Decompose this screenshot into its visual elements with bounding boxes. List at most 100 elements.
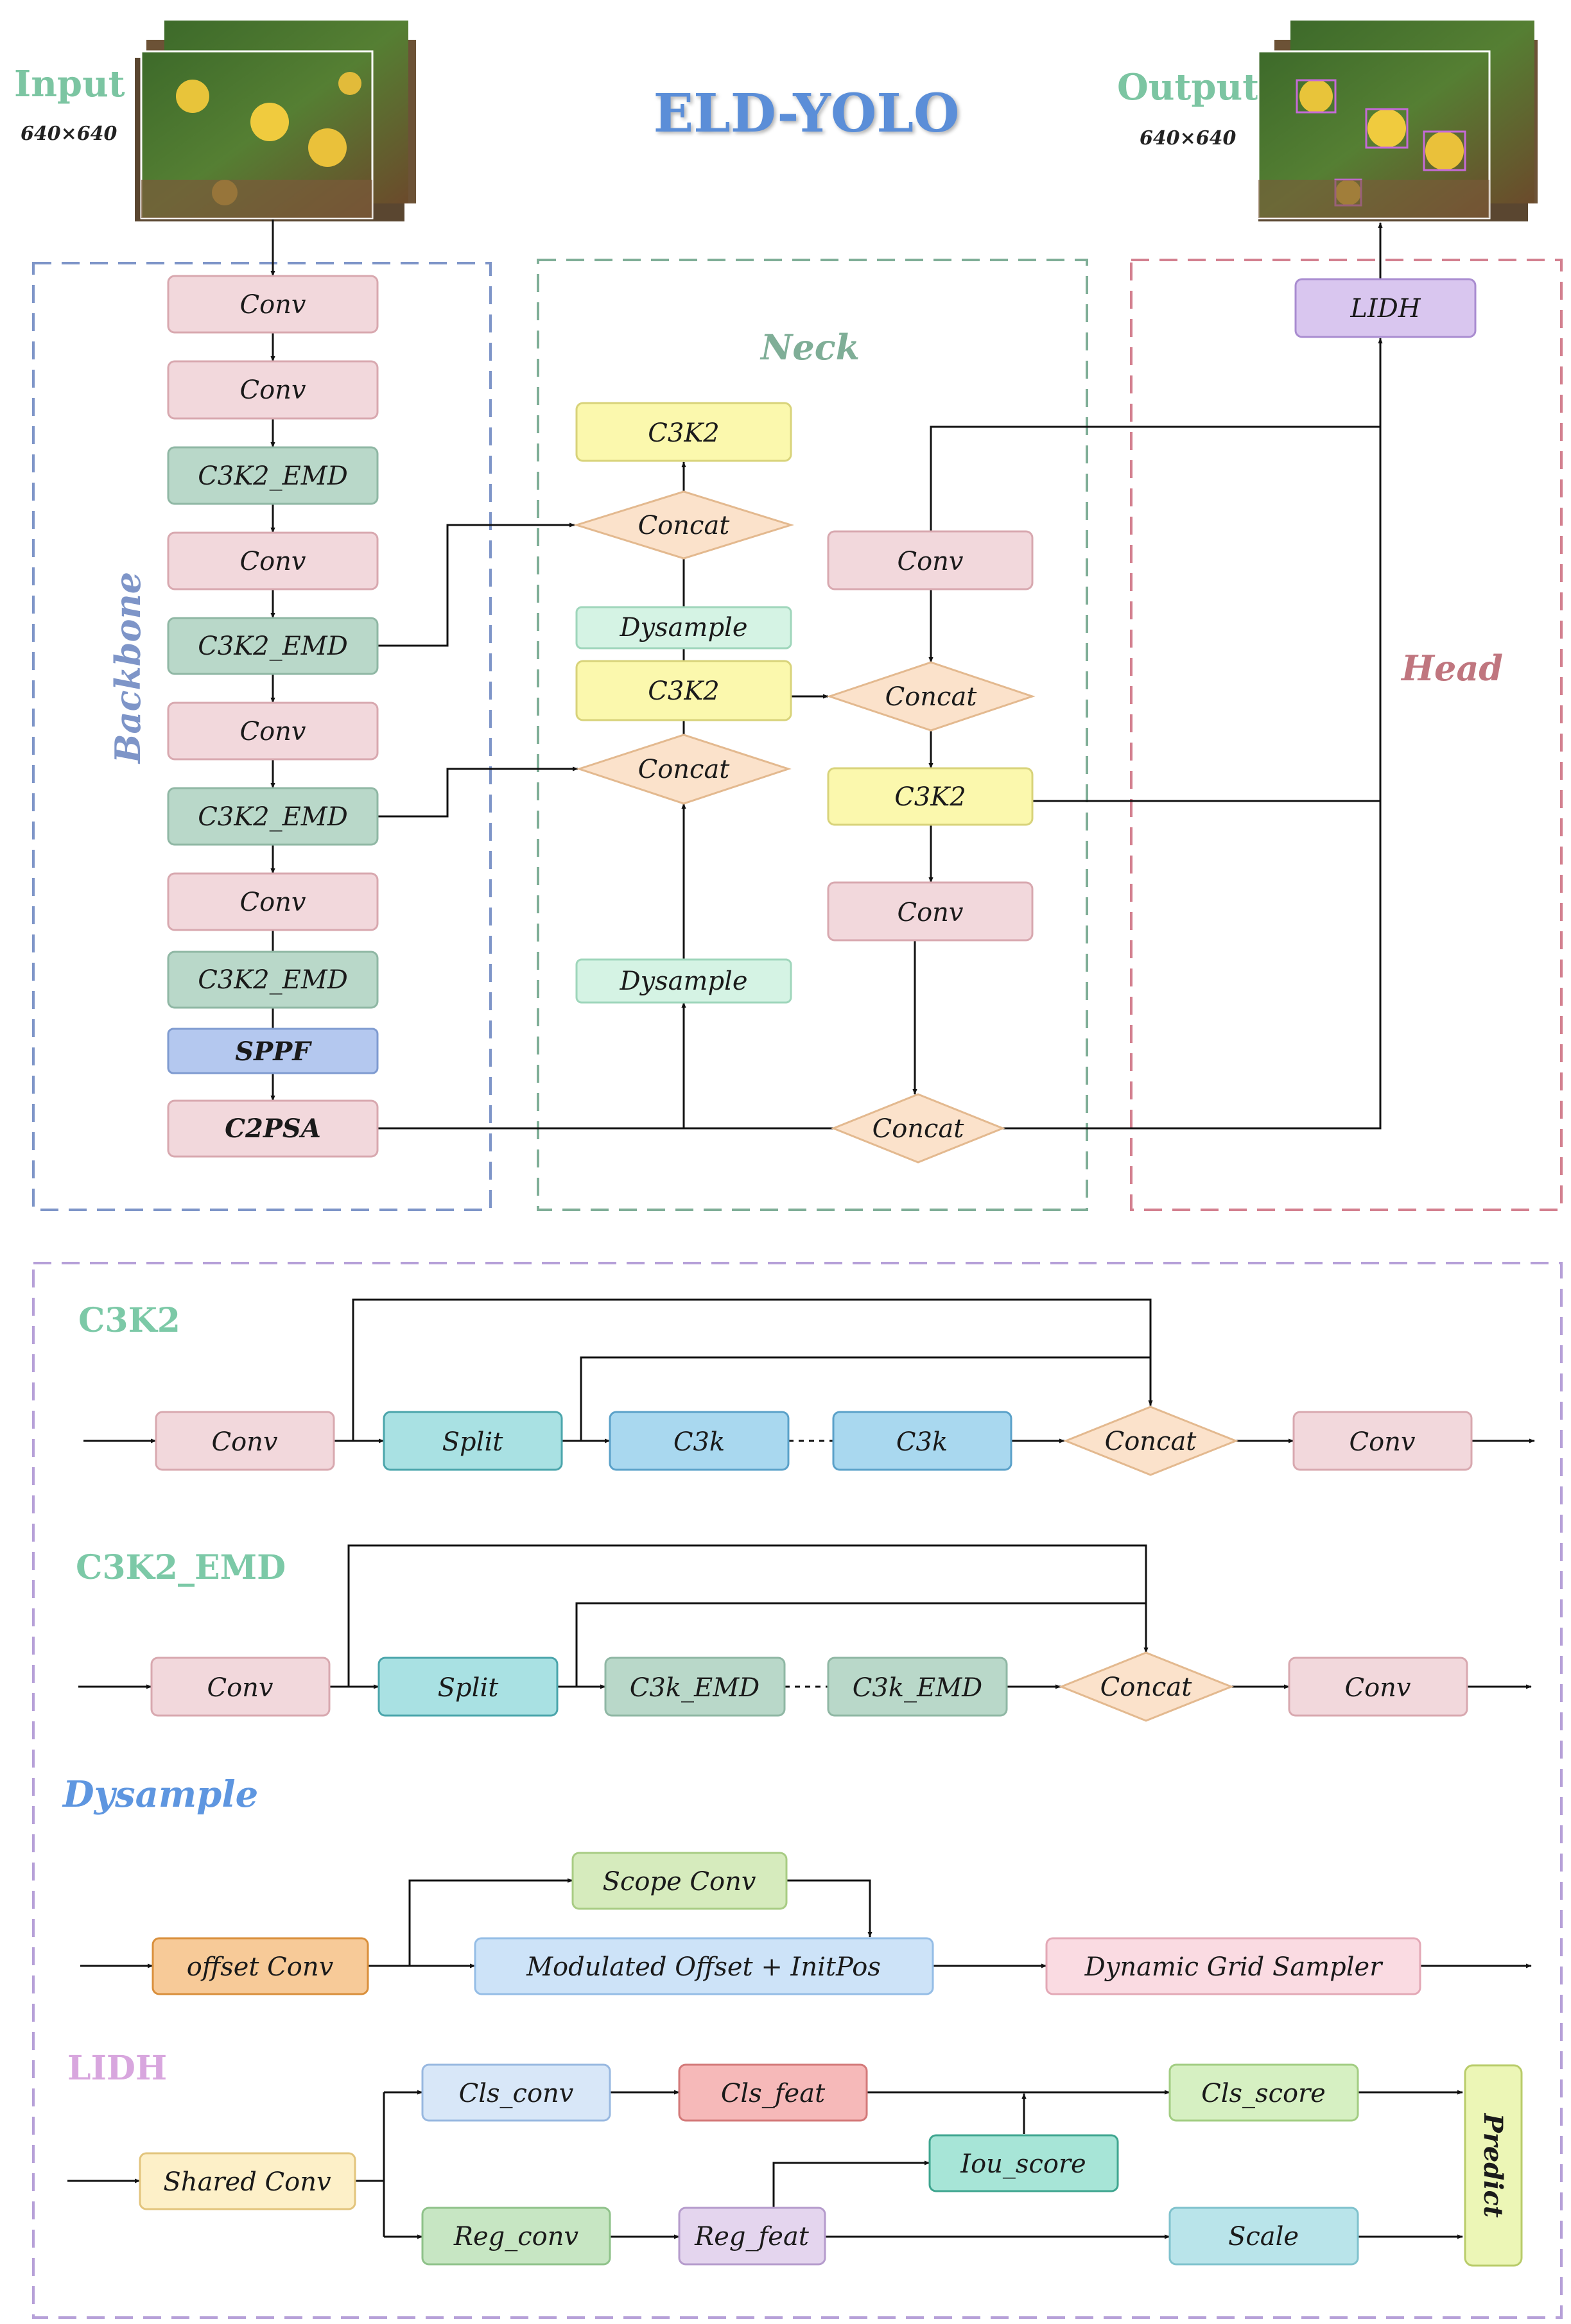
node-label: Conv — [239, 717, 306, 746]
backbone-conv-2: Conv — [167, 360, 379, 420]
lidh-detail: LIDH Shared Conv Cls_conv Cls_feat — [67, 2049, 1523, 2267]
node-label: Split — [438, 1673, 499, 1703]
c3k2-concat: Concat — [1063, 1406, 1239, 1476]
lidh-shared-conv: Shared Conv — [139, 2152, 356, 2210]
lidh-detail-title: LIDH — [67, 2049, 167, 2088]
node-label: Concat — [638, 511, 731, 540]
node-label: C3K2_EMD — [198, 802, 348, 832]
neck-c3k2-right: C3K2 — [827, 767, 1034, 826]
neck-conv-right-2: Conv — [827, 881, 1034, 942]
neck-nodes: C3K2 Concat Dysample C3K2 Concat Dysampl… — [573, 402, 1036, 1164]
backbone-label: Backbone — [107, 572, 148, 764]
node-label: C3K2 — [894, 782, 966, 812]
node-label: Scale — [1228, 2222, 1299, 2251]
c3k2-emd-conv-out: Conv — [1288, 1657, 1468, 1717]
node-label: SPPF — [235, 1037, 312, 1067]
c3k2-c3k-b: C3k — [832, 1411, 1012, 1471]
header: Input 640×640 ELD-YOLO Output 640×640 — [14, 21, 1538, 221]
lidh-cls-score: Cls_score — [1168, 2063, 1359, 2122]
node-label: Dysample — [619, 967, 747, 996]
node-label: C3K2_EMD — [198, 965, 348, 995]
backbone-region — [32, 262, 492, 1211]
c3k2-c3k-a: C3k — [609, 1411, 790, 1471]
neck-label: Neck — [759, 327, 860, 368]
backbone-c3k2-emd-1: C3K2_EMD — [167, 446, 379, 505]
lidh-reg-conv: Reg_conv — [421, 2207, 611, 2266]
head-lidh: LIDH — [1294, 278, 1477, 338]
backbone-c3k2-emd-4: C3K2_EMD — [167, 951, 379, 1009]
c3k2-conv-in: Conv — [155, 1411, 335, 1471]
node-label: Conv — [239, 888, 306, 917]
node-label: C3k_EMD — [630, 1673, 760, 1703]
node-label: Concat — [1105, 1427, 1197, 1456]
node-label: Dynamic Grid Sampler — [1084, 1952, 1384, 1982]
node-label: Cls_conv — [459, 2079, 574, 2108]
lidh-reg-feat: Reg_feat — [678, 2207, 826, 2266]
backbone-conv-1: Conv — [167, 275, 379, 334]
neck-dysample-top: Dysample — [575, 606, 792, 650]
connections — [270, 219, 1383, 1130]
neck-dysample-bottom: Dysample — [575, 958, 792, 1004]
c3k2-emd-concat: Concat — [1058, 1651, 1235, 1722]
neck-concat-bottom: Concat — [830, 1093, 1006, 1164]
neck-concat-mid: Concat — [576, 734, 792, 805]
backbone-c3k2-emd-3: C3K2_EMD — [167, 787, 379, 846]
c3k2-emd-split: Split — [378, 1657, 559, 1717]
node-label: Concat — [1100, 1673, 1193, 1702]
backbone-conv-4: Conv — [167, 702, 379, 761]
output-image — [1257, 21, 1538, 221]
node-label: Split — [442, 1427, 504, 1457]
input-image — [135, 21, 416, 221]
node-label: Iou_score — [960, 2149, 1086, 2179]
node-label: Cls_feat — [721, 2079, 826, 2108]
c3k2-split: Split — [383, 1411, 563, 1471]
node-label: Cls_score — [1201, 2079, 1326, 2108]
node-label: Conv — [239, 290, 306, 320]
head-label: Head — [1400, 648, 1503, 689]
node-label: offset Conv — [187, 1952, 334, 1982]
node-label: Dysample — [619, 613, 747, 642]
c3k2-detail: C3K2 Conv Split C3k C3k — [78, 1298, 1535, 1476]
backbone-conv-5: Conv — [167, 872, 379, 931]
node-label: Conv — [1344, 1673, 1410, 1703]
diagram-title: ELD-YOLO — [654, 83, 960, 144]
node-label: Concat — [872, 1114, 965, 1144]
node-label: Conv — [1349, 1427, 1415, 1457]
neck-concat-right: Concat — [826, 661, 1036, 732]
node-label: C3K2_EMD — [198, 632, 348, 661]
node-label: Scope Conv — [603, 1867, 756, 1897]
node-label: LIDH — [1350, 294, 1421, 323]
dysample-dynamic-grid-sampler: Dynamic Grid Sampler — [1045, 1937, 1421, 1995]
node-label: Conv — [897, 547, 963, 576]
lidh-cls-feat: Cls_feat — [678, 2063, 868, 2122]
lidh-scale: Scale — [1168, 2207, 1359, 2266]
node-label: Reg_conv — [453, 2222, 579, 2251]
dysample-offset-conv: offset Conv — [152, 1937, 369, 1995]
input-label: Input — [14, 63, 125, 105]
node-label: Reg_feat — [694, 2222, 810, 2251]
node-label: C3K2 — [648, 676, 719, 706]
node-label: Conv — [207, 1673, 273, 1703]
dysample-detail-title: Dysample — [62, 1773, 258, 1816]
backbone-c3k2-emd-2: C3K2_EMD — [167, 617, 379, 675]
node-label: Predict — [1478, 2113, 1508, 2218]
dysample-scope-conv: Scope Conv — [571, 1852, 788, 1910]
node-label: C3k — [673, 1427, 725, 1457]
neck-c3k2-top: C3K2 — [575, 402, 792, 462]
c3k2-emd-conv-in: Conv — [150, 1657, 331, 1717]
node-label: Conv — [897, 898, 963, 927]
node-label: C2PSA — [225, 1114, 321, 1144]
lidh-iou-score: Iou_score — [928, 2134, 1119, 2192]
c3k2-conv-out: Conv — [1292, 1411, 1473, 1471]
backbone-sppf: SPPF — [167, 1028, 379, 1074]
node-label: Concat — [638, 755, 731, 784]
output-size: 640×640 — [1140, 127, 1237, 150]
neck-conv-right-1: Conv — [827, 530, 1034, 590]
c3k2-emd-c3k-emd-b: C3k_EMD — [827, 1657, 1008, 1717]
node-label: C3K2_EMD — [198, 461, 348, 491]
backbone-conv-3: Conv — [167, 531, 379, 590]
backbone-c2psa: C2PSA — [167, 1099, 379, 1158]
node-label: C3k_EMD — [853, 1673, 983, 1703]
c3k2-emd-c3k-emd-a: C3k_EMD — [604, 1657, 786, 1717]
c3k2-emd-detail-title: C3K2_EMD — [76, 1548, 286, 1587]
